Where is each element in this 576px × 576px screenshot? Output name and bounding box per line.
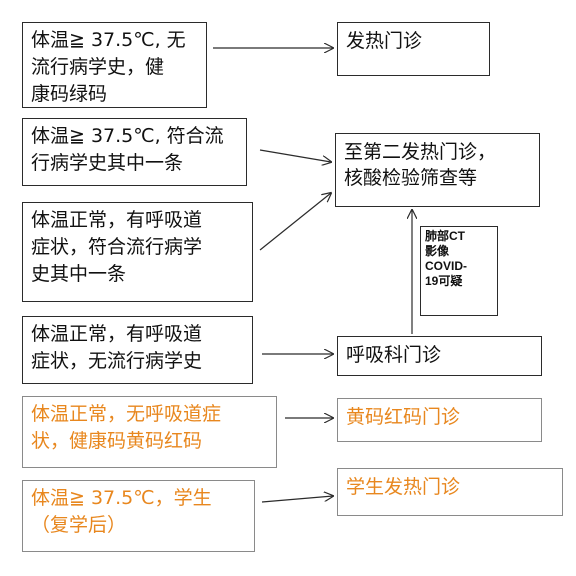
destination-label: 至第二发热门诊， [344, 141, 497, 163]
arrow-s2-d2 [259, 149, 331, 162]
condition-line: 体温≧ 37.5℃，学生 [31, 487, 212, 509]
condition-line: 体温正常，无呼吸道症 [31, 403, 222, 425]
condition-box-normal-resp-with-history: 体温正常，有呼吸道 症状，符合流行病学 史其中一条 [22, 202, 253, 302]
destination-student-fever-clinic: 学生发热门诊 [337, 468, 563, 516]
note-line: 肺部CT [425, 229, 465, 243]
condition-box-normal-resp-no-history: 体温正常，有呼吸道 症状，无流行病学史 [22, 316, 253, 384]
destination-respiratory-clinic: 呼吸科门诊 [337, 336, 542, 376]
destination-label: 学生发热门诊 [346, 476, 461, 498]
destination-label: 发热门诊 [346, 30, 423, 52]
note-line: 影像 [425, 244, 450, 258]
condition-line: 体温≧ 37.5℃, 符合流 [31, 125, 224, 147]
note-line: COVID- [425, 259, 467, 273]
condition-box-fever-with-history: 体温≧ 37.5℃, 符合流 行病学史其中一条 [22, 118, 247, 186]
destination-label: 黄码红码门诊 [346, 406, 461, 428]
destination-second-fever-clinic: 至第二发热门诊， 核酸检验筛查等 [335, 133, 540, 207]
destination-fever-clinic: 发热门诊 [337, 22, 490, 76]
condition-line: 康码绿码 [31, 83, 108, 105]
condition-line: 症状，无流行病学史 [31, 350, 203, 372]
condition-box-student-fever: 体温≧ 37.5℃，学生 （复学后） [22, 480, 255, 552]
arrow-s3-d2 [259, 193, 331, 251]
condition-line: 症状，符合流行病学 [31, 236, 203, 258]
destination-label: 呼吸科门诊 [346, 344, 442, 366]
condition-line: 体温正常，有呼吸道 [31, 209, 203, 231]
arrow-s6-d5 [261, 496, 333, 503]
condition-line: 状，健康码黄码红码 [31, 430, 203, 452]
condition-line: 史其中一条 [31, 263, 127, 285]
ct-suspicion-note: 肺部CT 影像 COVID- 19可疑 [420, 226, 498, 316]
note-line: 19可疑 [425, 274, 463, 288]
condition-line: 体温≧ 37.5℃, 无 [31, 29, 186, 51]
condition-box-fever-no-history: 体温≧ 37.5℃, 无 流行病学史，健 康码绿码 [22, 22, 207, 108]
destination-yellow-red-code-clinic: 黄码红码门诊 [337, 398, 542, 442]
destination-label: 核酸检验筛查等 [344, 167, 478, 189]
condition-box-yellow-red-code: 体温正常，无呼吸道症 状，健康码黄码红码 [22, 396, 277, 468]
condition-line: 流行病学史，健 [31, 56, 165, 78]
condition-line: 行病学史其中一条 [31, 152, 184, 174]
condition-line: （复学后） [31, 514, 127, 536]
condition-line: 体温正常，有呼吸道 [31, 323, 203, 345]
